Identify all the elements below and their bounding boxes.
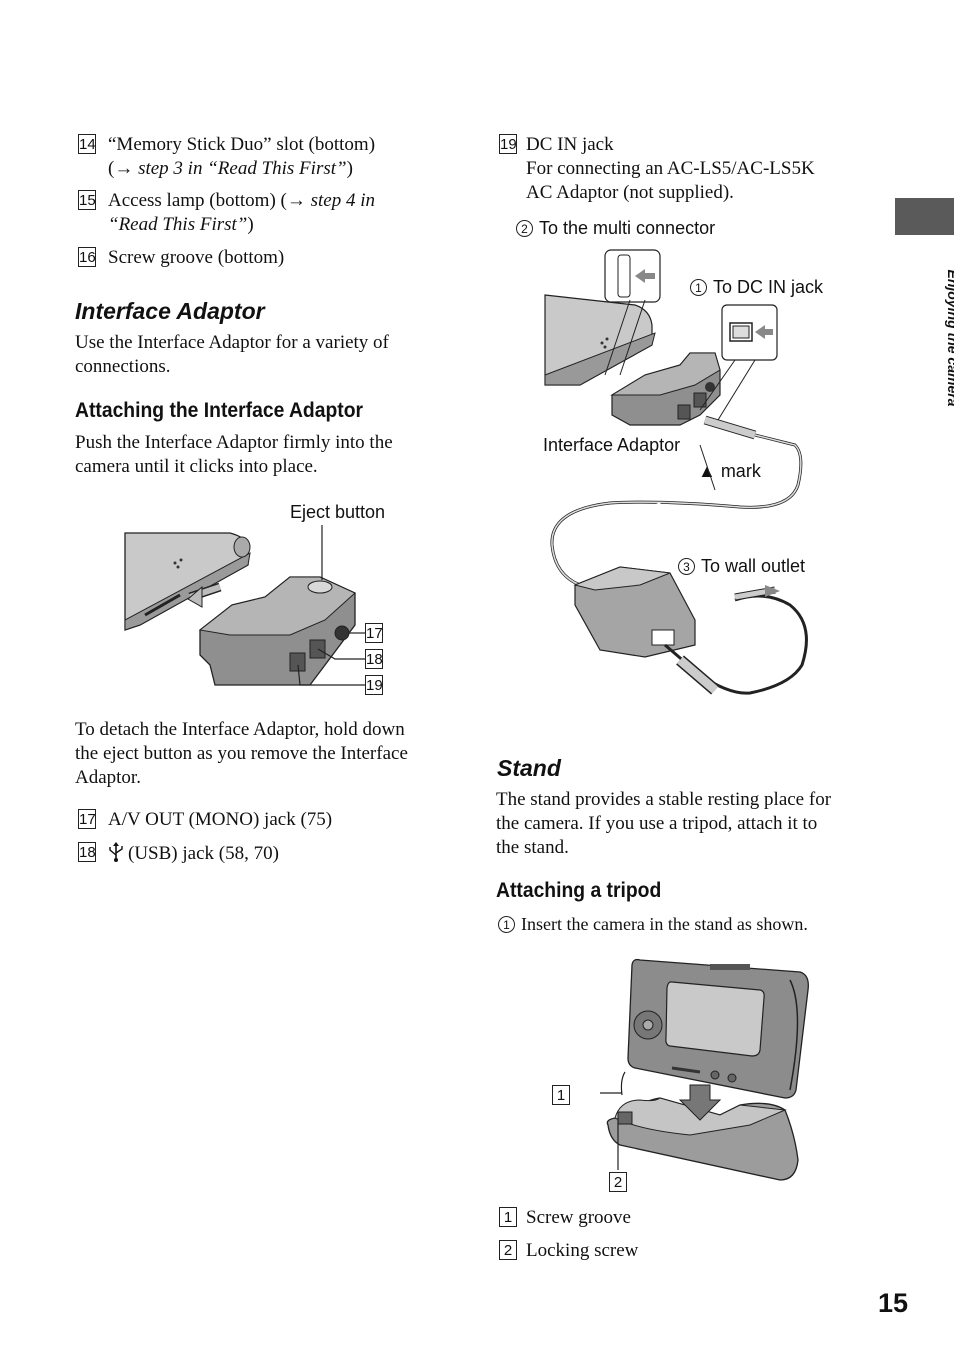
item-19: 19 DC IN jack For connecting an AC-LS5/A… [499,133,815,203]
item-description: For connecting an AC-LS5/AC-LS5K [526,158,815,179]
legend-item-1: 1 Screw groove [499,1206,631,1230]
item-number: 15 [78,190,96,210]
item-15: 15 Access lamp (bottom) (→ step 4 in “Re… [78,189,375,235]
item-18: 18 (USB) jack (58, 70) [78,841,279,865]
item-text: “Memory Stick Duo” slot (bottom) [108,134,376,155]
item-number: 19 [499,134,517,154]
usb-icon [109,842,123,862]
item-text: Locking screw [526,1240,639,1261]
item-16: 16 Screw groove (bottom) [78,246,284,270]
item-text: Screw groove (bottom) [108,247,285,268]
eject-button-label: Eject button [290,502,386,522]
callout-17: 17 [365,623,383,643]
item-number: 2 [499,1240,517,1260]
item-reference: (→ step 3 in “Read This First”) [108,158,353,179]
item-text: (USB) jack (58, 70) [128,843,279,864]
item-number: 16 [78,247,96,267]
adaptor-attach-illustration [124,525,365,686]
item-number: 17 [78,809,96,829]
dc-connection-diagram [544,249,808,695]
callout-2: 2 [609,1172,627,1192]
item-text: Screw groove [526,1207,631,1228]
chapter-label: Enjoying the camera [945,269,954,407]
callout-19: 19 [365,675,383,695]
interface-adaptor-label: Interface Adaptor [543,435,681,455]
section-heading-interface-adaptor: Interface Adaptor [75,298,265,324]
interface-adaptor-intro: Use the Interface Adaptor for a variety … [75,332,389,377]
attach-instructions: Push the Interface Adaptor firmly into t… [75,432,393,477]
chapter-tab [895,198,954,235]
stand-description: The stand provides a stable resting plac… [496,789,832,858]
page-number: 15 [878,1288,909,1318]
item-17: 17 A/V OUT (MONO) jack (75) [78,808,332,832]
item-description: AC Adaptor (not supplied). [526,182,734,203]
callout-1: 1 [552,1085,570,1105]
item-reference: “Read This First”) [108,214,254,235]
item-number: 1 [499,1207,517,1227]
item-number: 14 [78,134,96,154]
item-text: Access lamp (bottom) (→ step 4 in [108,190,376,211]
callout-18: 18 [365,649,383,669]
section-heading-stand: Stand [497,755,561,781]
mark-label: ▲ mark [698,461,761,481]
item-text: A/V OUT (MONO) jack (75) [108,809,333,830]
item-14: 14 “Memory Stick Duo” slot (bottom) (→ s… [78,133,375,179]
subheading-attaching-adaptor: Attaching the Interface Adaptor [75,399,364,422]
stand-illustration [600,958,809,1181]
subheading-attaching-tripod: Attaching a tripod [496,879,662,902]
item-text: DC IN jack [526,134,614,155]
legend-item-2: 2 Locking screw [499,1239,638,1263]
detach-instructions: To detach the Interface Adaptor, hold do… [75,719,408,788]
item-number: 18 [78,842,96,862]
